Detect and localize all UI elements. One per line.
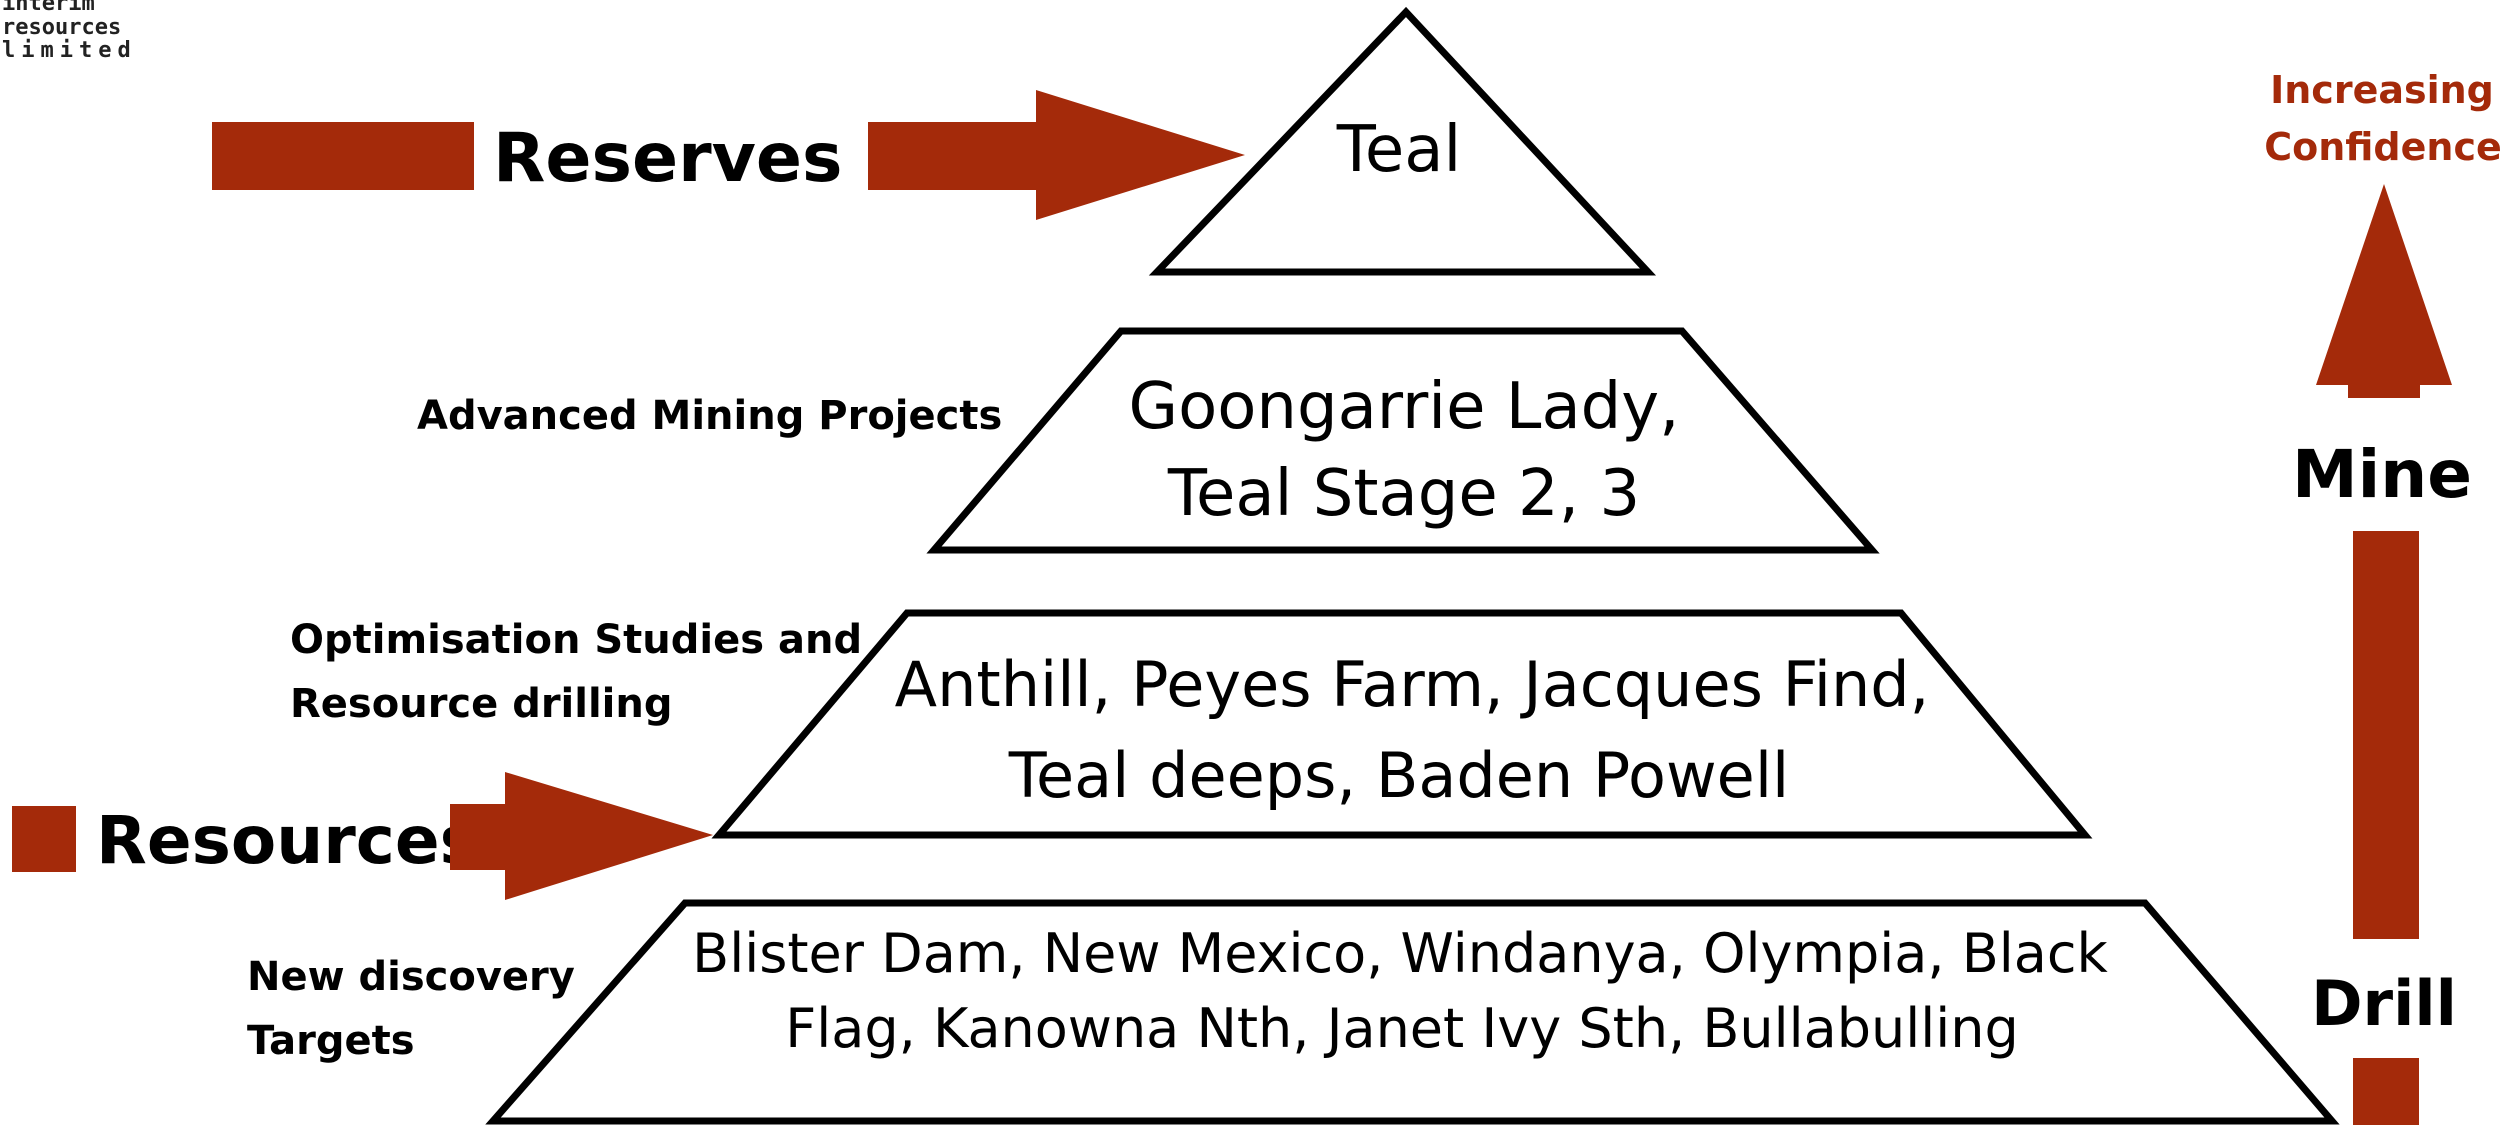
pyramid-tier-advanced-mining	[926, 327, 1880, 554]
logo-line-1: interim	[2, 0, 95, 16]
drill-label: Drill	[2311, 967, 2457, 1040]
tier-projects-reserves: Teal	[1336, 113, 1462, 187]
confidence-label-line-2: Confidence	[2264, 125, 2502, 169]
company-logo: interim resources limited	[2, 0, 137, 63]
tier-projects-discovery-line-2: Flag, Kanowna Nth, Janet Ivy Sth, Bullab…	[785, 997, 2019, 1060]
tier-projects-optimisation-line-1: Anthill, Peyes Farm, Jacques Find,	[895, 648, 1930, 721]
confidence-label-line-1: Increasing	[2270, 68, 2494, 112]
reserves-arrow-icon	[868, 90, 1245, 220]
tier-projects-advanced-line-1: Goongarrie Lady,	[1128, 370, 1679, 444]
confidence-arrowhead-icon	[2316, 184, 2452, 398]
stage-label-optimisation-line-1: Optimisation Studies and	[290, 617, 862, 663]
logo-line-3: limited	[2, 38, 137, 63]
confidence-base-block	[2353, 1058, 2419, 1125]
tier-projects-discovery-line-1: Blister Dam, New Mexico, Windanya, Olymp…	[692, 922, 2108, 985]
stage-label-advanced-mining: Advanced Mining Projects	[417, 393, 1002, 439]
confidence-scale: Increasing Confidence Mine Drill	[2264, 68, 2502, 1125]
tier-projects-advanced-line-2: Teal Stage 2, 3	[1167, 457, 1640, 531]
stage-label-discovery-line-2: Targets	[247, 1018, 415, 1064]
reserves-label: Reserves	[493, 119, 843, 198]
stage-label-optimisation-line-2: Resource drilling	[290, 681, 673, 727]
pyramid-tier-optimisation	[711, 609, 2093, 839]
pyramid-tier-discovery	[485, 899, 2340, 1125]
stage-label-discovery-line-1: New discovery	[247, 954, 575, 1000]
resources-label: Resources	[96, 802, 479, 879]
logo-line-2: resources	[2, 15, 121, 40]
reserves-arrow-group: Reserves	[212, 90, 1245, 220]
resources-tail-block	[12, 806, 76, 872]
pyramid-tier-reserves	[1148, 6, 1657, 276]
reserves-tail-block	[212, 122, 474, 190]
pyramid	[485, 6, 2340, 1125]
resources-arrow-icon	[450, 772, 713, 900]
tier-projects-optimisation-line-2: Teal deeps, Baden Powell	[1008, 739, 1790, 812]
mine-label: Mine	[2292, 436, 2472, 513]
confidence-shaft-bar	[2353, 531, 2419, 939]
resources-arrow-group: Resources	[12, 772, 713, 900]
